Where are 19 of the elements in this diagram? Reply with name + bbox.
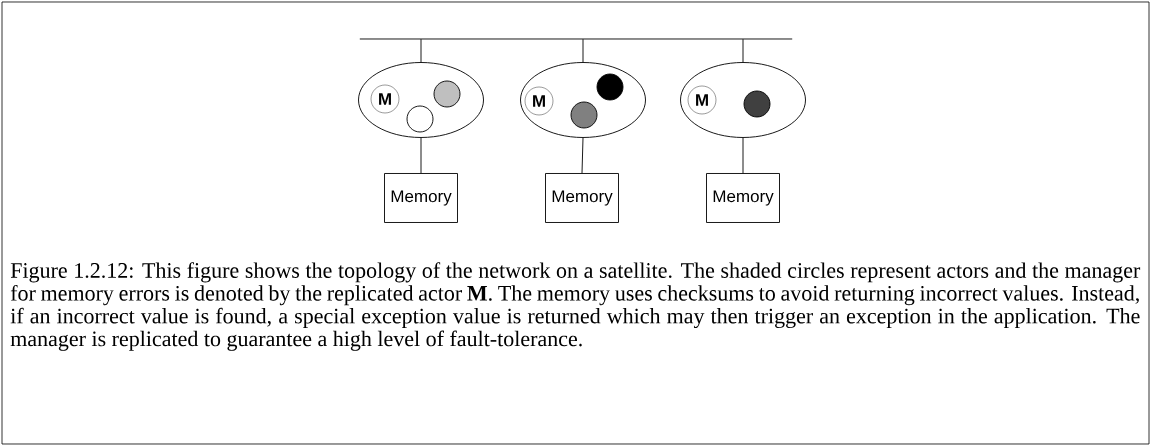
actor-circle bbox=[433, 80, 461, 108]
connector-line bbox=[742, 38, 744, 63]
memory-box: Memory bbox=[384, 173, 458, 223]
node-ellipse bbox=[520, 62, 646, 138]
actor-circle bbox=[743, 90, 771, 118]
actor-circle bbox=[570, 101, 598, 129]
node-ellipse bbox=[680, 62, 806, 138]
node-ellipse bbox=[358, 62, 484, 138]
actor-circle bbox=[406, 105, 434, 133]
actor-circle bbox=[596, 73, 624, 101]
connector-line bbox=[420, 38, 422, 63]
bus-line bbox=[359, 38, 793, 40]
connector-line bbox=[582, 38, 584, 63]
caption: Figure 1.2.12: This figure shows the topology of the network on a satellite. The shaded circles represent actors and the manager for memory errors is denoted by the replicated actor M. The memory uses checksums to avoid returning incorrect values. Instead, if an incorrect value is found, a special exception value is returned which may then trigger an exception in the application. The manager is replicated to guarantee a high level of fault-tolerance. bbox=[10, 262, 1141, 351]
memory-box: Memory bbox=[706, 173, 780, 223]
connector-line bbox=[581, 137, 584, 174]
memory-box: Memory bbox=[545, 173, 619, 223]
connector-line bbox=[420, 137, 422, 174]
connector-line bbox=[742, 137, 744, 174]
